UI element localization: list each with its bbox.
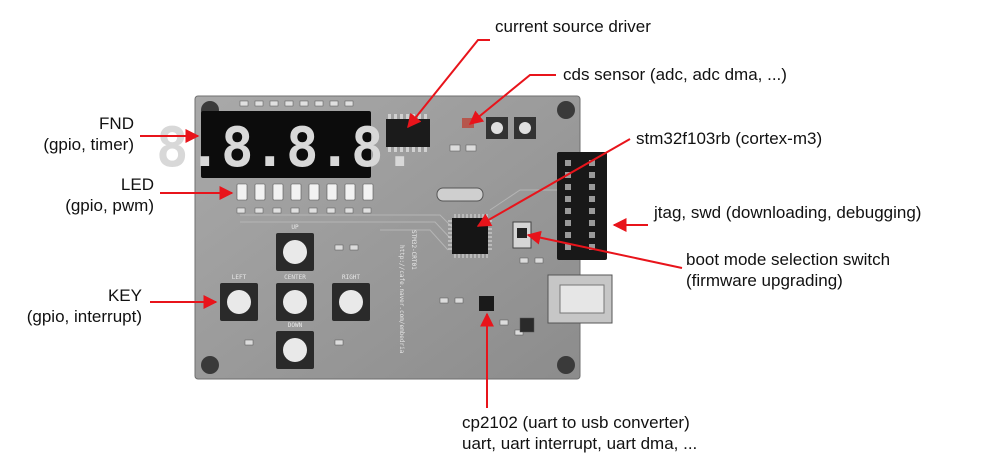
arrow-mcu: [476, 138, 631, 227]
cp2102-chip: [479, 296, 494, 311]
label-key: KEY (gpio, interrupt): [27, 285, 142, 327]
label-fnd-sub: (gpio, timer): [43, 135, 134, 154]
top-resistors: [239, 100, 354, 107]
label-fnd: FND (gpio, timer): [43, 113, 134, 155]
label-led-title: LED: [120, 175, 154, 194]
led-resistors: [236, 207, 372, 214]
label-jtag: jtag, swd (downloading, debugging): [654, 203, 922, 222]
label-mcu: stm32f103rb (cortex-m3): [636, 129, 823, 148]
label-current-source-driver: current source driver: [495, 17, 651, 36]
jtag-header: [557, 152, 607, 260]
label-led: LED (gpio, pwm): [65, 174, 154, 216]
label-key-title: KEY: [107, 286, 142, 305]
label-fnd-title: FND: [99, 114, 134, 133]
mcu-chip: [448, 214, 492, 258]
led-row: [236, 183, 374, 201]
key-down: [276, 331, 314, 369]
cds-sensor-area: [462, 117, 536, 139]
key-label-left: LEFT: [232, 274, 247, 281]
key-left: [220, 283, 258, 321]
fnd-display: 8.8.8.8.: [156, 111, 416, 179]
driver-chip: [386, 114, 430, 152]
key-label-center: CENTER: [284, 274, 306, 281]
label-boot-title: boot mode selection switch: [686, 250, 891, 269]
board-name: STM32-CRT01: [410, 230, 417, 270]
label-cp2102-title: cp2102 (uart to usb converter): [462, 413, 690, 432]
label-led-sub: (gpio, pwm): [65, 196, 154, 215]
crystal: [436, 187, 484, 202]
fnd-digits: 8.8.8.8.: [156, 116, 416, 179]
annotation-arrows: [140, 39, 683, 408]
key-center: [276, 283, 314, 321]
label-boot-switch: boot mode selection switch (firmware upg…: [686, 249, 890, 291]
misc-components: [244, 144, 544, 346]
arrow-boot: [526, 230, 683, 269]
label-cds-sensor: cds sensor (adc, adc dma, ...): [563, 65, 787, 84]
label-cp2102-sub: uart, uart interrupt, uart dma, ...: [462, 434, 698, 453]
usb-connector: [547, 274, 613, 324]
arrow-cds: [468, 74, 556, 125]
label-cp2102: cp2102 (uart to usb converter) uart, uar…: [462, 412, 697, 454]
key-buttons: [220, 233, 370, 369]
key-label-right: RIGHT: [342, 274, 360, 281]
label-boot-sub: (firmware upgrading): [686, 271, 843, 290]
key-label-down: DOWN: [288, 322, 303, 329]
key-up: [276, 233, 314, 271]
board-url: http://cafe.naver.com/embedria: [398, 245, 405, 354]
key-right: [332, 283, 370, 321]
arrow-driver: [407, 39, 490, 129]
label-key-sub: (gpio, interrupt): [26, 307, 142, 326]
key-label-up: UP: [291, 224, 299, 231]
